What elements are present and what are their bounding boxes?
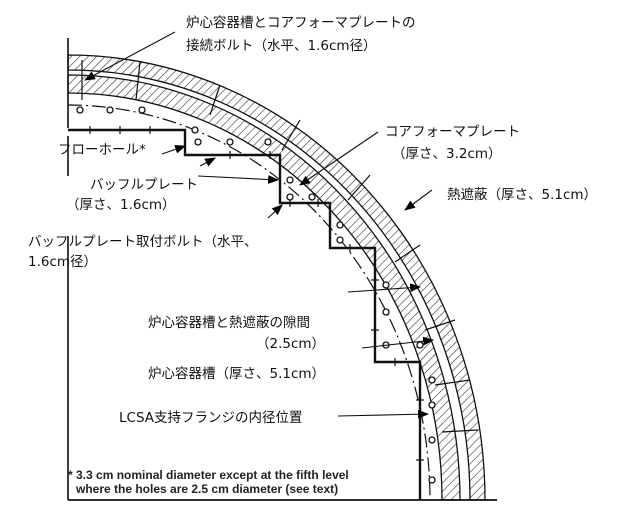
lcsa-flange-line (67, 104, 431, 501)
label-vessel-bolt-line2: 接続ボルト（水平、1.6cm径） (186, 38, 377, 54)
label-former-plate-line2: （厚さ、3.2cm） (392, 146, 502, 162)
label-flow-hole: フローホール* (58, 142, 146, 158)
label-baffle-bolt-line1: バッフルプレート取付ボルト（水平、 (28, 234, 258, 250)
label-baffle-plate-line1: バッフルプレート (90, 177, 198, 193)
thermal-shield (67, 54, 486, 501)
label-lcsa-flange: LCSA支持フランジの内径位置 (119, 410, 303, 426)
label-gap-line1: 炉心容器槽と熱遮蔽の隙間 (148, 315, 310, 331)
label-former-plate-line1: コアフォーマプレート (385, 124, 520, 140)
label-gap-line2: （2.5cm） (256, 336, 326, 352)
label-baffle-bolt-line2: 1.6cm径） (28, 254, 98, 270)
label-vessel-bolt-line1: 炉心容器槽とコアフォーマプレートの (186, 15, 416, 31)
footnote-line1: * 3.3 cm nominal diameter except at the … (68, 468, 349, 482)
label-baffle-plate-line2: （厚さ、1.6cm） (66, 197, 176, 213)
label-thermal-shield: 熱遮蔽（厚さ、5.1cm） (447, 187, 598, 203)
footnote-line2: where the holes are 2.5 cm diameter (see… (76, 482, 339, 496)
label-core-barrel: 炉心容器槽（厚さ、5.1cm） (148, 366, 326, 382)
